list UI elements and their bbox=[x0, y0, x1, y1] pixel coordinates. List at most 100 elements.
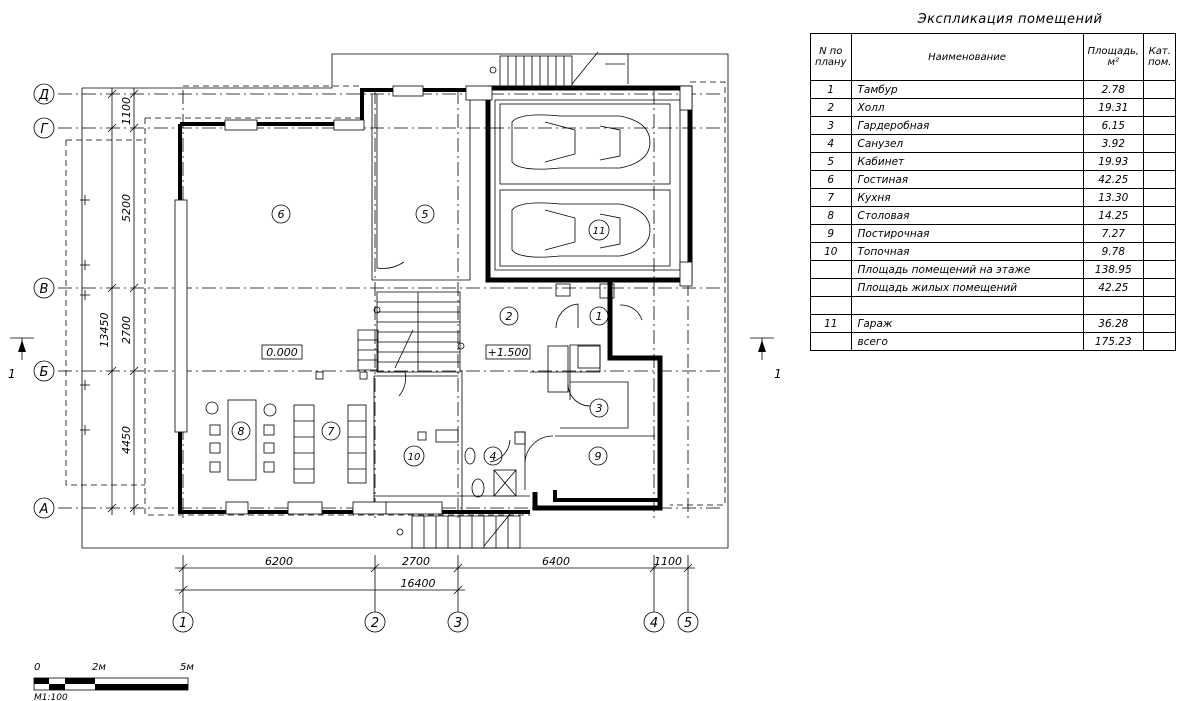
row-area: 19.31 bbox=[1082, 98, 1145, 117]
row-category bbox=[1143, 116, 1177, 135]
svg-text:8: 8 bbox=[238, 425, 245, 438]
svg-text:11: 11 bbox=[593, 226, 606, 237]
row-area: 36.28 bbox=[1082, 314, 1145, 333]
room-label-11: 11 bbox=[588, 219, 610, 241]
svg-text:2: 2 bbox=[506, 310, 513, 323]
row-category bbox=[1143, 170, 1177, 189]
row-area: 138.95 bbox=[1082, 260, 1145, 279]
row-name: всего bbox=[850, 332, 1084, 351]
row-name: Площадь помещений на этаже bbox=[850, 260, 1084, 279]
row-category bbox=[1143, 224, 1177, 243]
svg-text:1: 1 bbox=[774, 367, 782, 381]
room-labels: 1 2 3 4 5 6 7 8 9 10 11 bbox=[231, 204, 610, 467]
room-label-10: 10 bbox=[403, 445, 425, 467]
svg-text:2700: 2700 bbox=[402, 555, 430, 568]
row-number: 6 bbox=[810, 170, 852, 189]
svg-text:5: 5 bbox=[422, 208, 429, 221]
scale-bar: 0 2м 5м М1:100 bbox=[33, 662, 194, 701]
header-name: Наименование bbox=[850, 33, 1084, 81]
row-category bbox=[1143, 332, 1177, 351]
room-label-4: 4 bbox=[483, 446, 503, 466]
svg-text:Б: Б bbox=[40, 365, 49, 380]
walls bbox=[174, 85, 693, 515]
row-name: Гараж bbox=[850, 314, 1084, 333]
row-area: 42.25 bbox=[1082, 170, 1145, 189]
room-label-2: 2 bbox=[499, 306, 519, 326]
svg-text:13450: 13450 bbox=[98, 313, 111, 348]
row-category bbox=[1143, 80, 1177, 99]
row-name bbox=[850, 296, 1084, 315]
row-area: 3.92 bbox=[1082, 134, 1145, 153]
svg-text:А: А bbox=[39, 502, 49, 517]
row-category bbox=[1143, 242, 1177, 261]
svg-text:6: 6 bbox=[278, 208, 285, 221]
row-area: 9.78 bbox=[1082, 242, 1145, 261]
explication-table: N по плану Наименование Площадь, м² Кат.… bbox=[810, 33, 1177, 351]
row-category bbox=[1143, 314, 1177, 333]
svg-text:1: 1 bbox=[8, 367, 16, 381]
room-label-3: 3 bbox=[589, 398, 609, 418]
row-name: Холл bbox=[850, 98, 1084, 117]
row-area: 42.25 bbox=[1082, 278, 1145, 297]
row-area bbox=[1082, 296, 1145, 315]
row-area: 175.23 bbox=[1082, 332, 1145, 351]
horizontal-dimensions: 6200 2700 6400 1100 16400 bbox=[175, 555, 695, 595]
row-name: Гостиная bbox=[850, 170, 1084, 189]
svg-text:М1:100: М1:100 bbox=[34, 693, 68, 701]
row-area: 2.78 bbox=[1082, 80, 1145, 99]
row-number: 11 bbox=[810, 314, 852, 333]
room-label-8: 8 bbox=[231, 421, 251, 441]
row-number: 2 bbox=[810, 98, 852, 117]
svg-text:6400: 6400 bbox=[542, 555, 570, 568]
row-category bbox=[1143, 188, 1177, 207]
row-number bbox=[810, 332, 852, 351]
room-label-5: 5 bbox=[415, 204, 435, 224]
level-1: +1.500 bbox=[488, 346, 529, 359]
explication-title: Экспликация помещений bbox=[917, 12, 1103, 27]
row-category bbox=[1143, 206, 1177, 225]
svg-text:5м: 5м bbox=[180, 662, 194, 673]
svg-text:6200: 6200 bbox=[265, 555, 293, 568]
garage-cars bbox=[499, 103, 671, 267]
svg-text:1100: 1100 bbox=[120, 97, 133, 125]
stairs bbox=[357, 51, 629, 549]
row-category bbox=[1143, 98, 1177, 117]
header-number: N по плану bbox=[810, 33, 852, 81]
row-category bbox=[1143, 134, 1177, 153]
row-name: Санузел bbox=[850, 134, 1084, 153]
svg-text:1: 1 bbox=[596, 310, 603, 323]
level-0: 0.000 bbox=[266, 346, 298, 359]
row-name: Столовая bbox=[850, 206, 1084, 225]
svg-text:4: 4 bbox=[650, 616, 658, 631]
svg-text:3: 3 bbox=[454, 616, 462, 631]
section-mark-right: 1 bbox=[750, 337, 782, 381]
row-number: 9 bbox=[810, 224, 852, 243]
svg-text:В: В bbox=[40, 282, 49, 297]
row-number: 4 bbox=[810, 134, 852, 153]
row-area: 7.27 bbox=[1082, 224, 1145, 243]
row-name: Тамбур bbox=[850, 80, 1084, 99]
room-label-7: 7 bbox=[321, 421, 341, 441]
room-label-9: 9 bbox=[588, 446, 608, 466]
svg-text:5: 5 bbox=[684, 616, 692, 631]
svg-text:16400: 16400 bbox=[401, 577, 436, 590]
row-area: 14.25 bbox=[1082, 206, 1145, 225]
row-number bbox=[810, 260, 852, 279]
header-area: Площадь, м² bbox=[1082, 33, 1145, 81]
explication-header-row: N по плану Наименование Площадь, м² Кат.… bbox=[810, 33, 1177, 81]
svg-text:Д: Д bbox=[38, 88, 49, 103]
site-boundary bbox=[81, 53, 729, 549]
svg-text:4: 4 bbox=[490, 450, 497, 463]
svg-text:10: 10 bbox=[408, 452, 421, 463]
row-name: Гардеробная bbox=[850, 116, 1084, 135]
svg-text:9: 9 bbox=[595, 450, 602, 463]
